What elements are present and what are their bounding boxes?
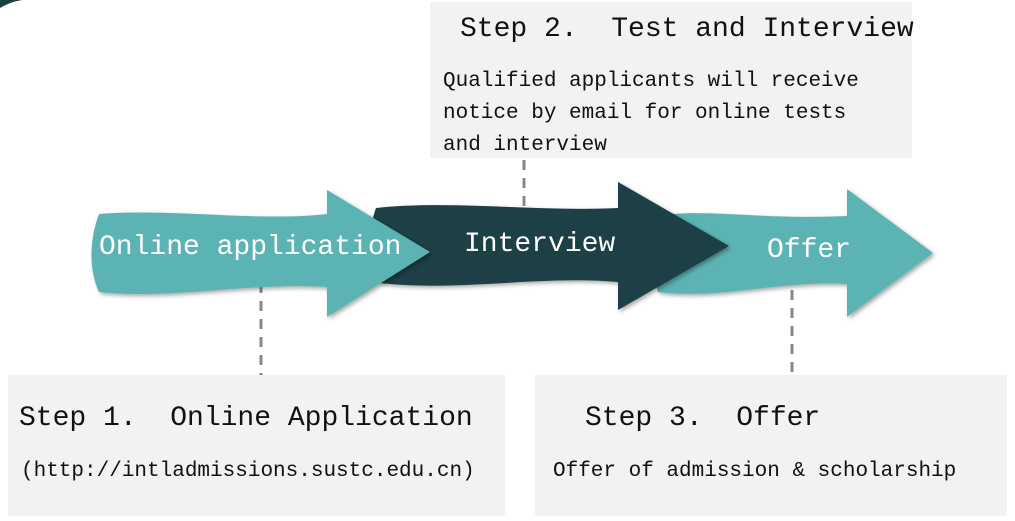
step2-title: Step 2. Test and Interview xyxy=(460,14,914,45)
arrow-label-offer: Offer xyxy=(767,235,852,266)
step2-box: Step 2. Test and Interview Qualified app… xyxy=(430,2,914,158)
step2-description: Qualified applicants will receive notice… xyxy=(443,70,859,157)
step1-url: (http://intladmissions.sustc.edu.cn) xyxy=(21,460,475,483)
arrow-online-application xyxy=(91,190,431,317)
arrow-label-interview: Interview xyxy=(464,229,616,260)
step3-box: Step 3. Offer Offer of admission & schol… xyxy=(535,375,1007,516)
arrow-label-online-application: Online application xyxy=(99,232,402,263)
step3-title: Step 3. Offer xyxy=(585,403,821,434)
arrow-offer xyxy=(654,189,933,317)
step1-title: Step 1. Online Application xyxy=(19,403,473,434)
arrow-interview xyxy=(369,182,729,310)
step1-box: Step 1. Online Application (http://intla… xyxy=(8,375,505,516)
step3-description: Offer of admission & scholarship xyxy=(553,460,957,483)
corner-arc xyxy=(0,0,22,8)
